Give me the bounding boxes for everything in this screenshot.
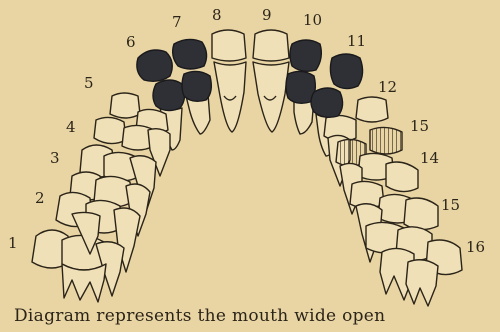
- tooth-label-8: 8: [212, 6, 222, 24]
- tooth-8: [212, 30, 246, 132]
- tooth-label-6: 6: [126, 33, 136, 51]
- left-back-teeth: [32, 93, 170, 302]
- tooth-11: [330, 54, 362, 89]
- tooth-label-7: 7: [172, 13, 182, 31]
- tooth-label-14: 14: [420, 149, 439, 167]
- tooth-label-1: 1: [8, 234, 18, 252]
- tooth-9: [253, 30, 289, 132]
- tooth-7: [173, 39, 207, 69]
- tooth-label-5: 5: [84, 74, 94, 92]
- tooth-label-4: 4: [66, 118, 76, 136]
- tooth-label-2: 2: [35, 189, 45, 207]
- tooth-label-15: 15: [441, 196, 460, 214]
- tooth-label-13: 15: [410, 117, 429, 135]
- tooth-10: [290, 40, 321, 71]
- tooth-label-16: 16: [466, 238, 485, 256]
- diagram-caption: Diagram represents the mouth wide open: [14, 306, 494, 326]
- dark-teeth: [137, 39, 363, 117]
- tooth-6: [137, 50, 172, 81]
- tooth-label-12: 12: [378, 78, 397, 96]
- tooth-label-10: 10: [303, 11, 322, 29]
- tooth-label-3: 3: [50, 149, 60, 167]
- tooth-label-11: 11: [347, 32, 366, 50]
- tooth-label-9: 9: [262, 6, 272, 24]
